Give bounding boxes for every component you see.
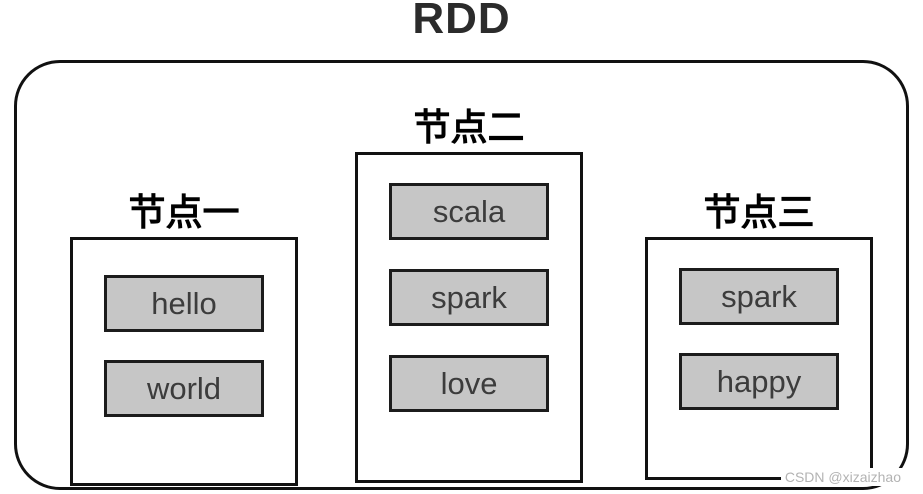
node-label: 节点二	[413, 107, 525, 148]
node-box: hello world	[70, 237, 298, 486]
partition-item: spark	[389, 269, 549, 326]
node-box: scala spark love	[355, 152, 583, 483]
partition-item: happy	[679, 353, 839, 410]
node-label: 节点一	[128, 192, 240, 233]
partition-item: spark	[679, 268, 839, 325]
watermark: CSDN @xizaizhao	[780, 468, 905, 486]
node-label: 节点三	[703, 192, 815, 233]
rdd-title: RDD	[412, 0, 511, 43]
partition-item: scala	[389, 183, 549, 240]
partition-item: love	[389, 355, 549, 412]
node-box: spark happy	[645, 237, 873, 480]
partition-item: hello	[104, 275, 264, 332]
partition-item: world	[104, 360, 264, 417]
